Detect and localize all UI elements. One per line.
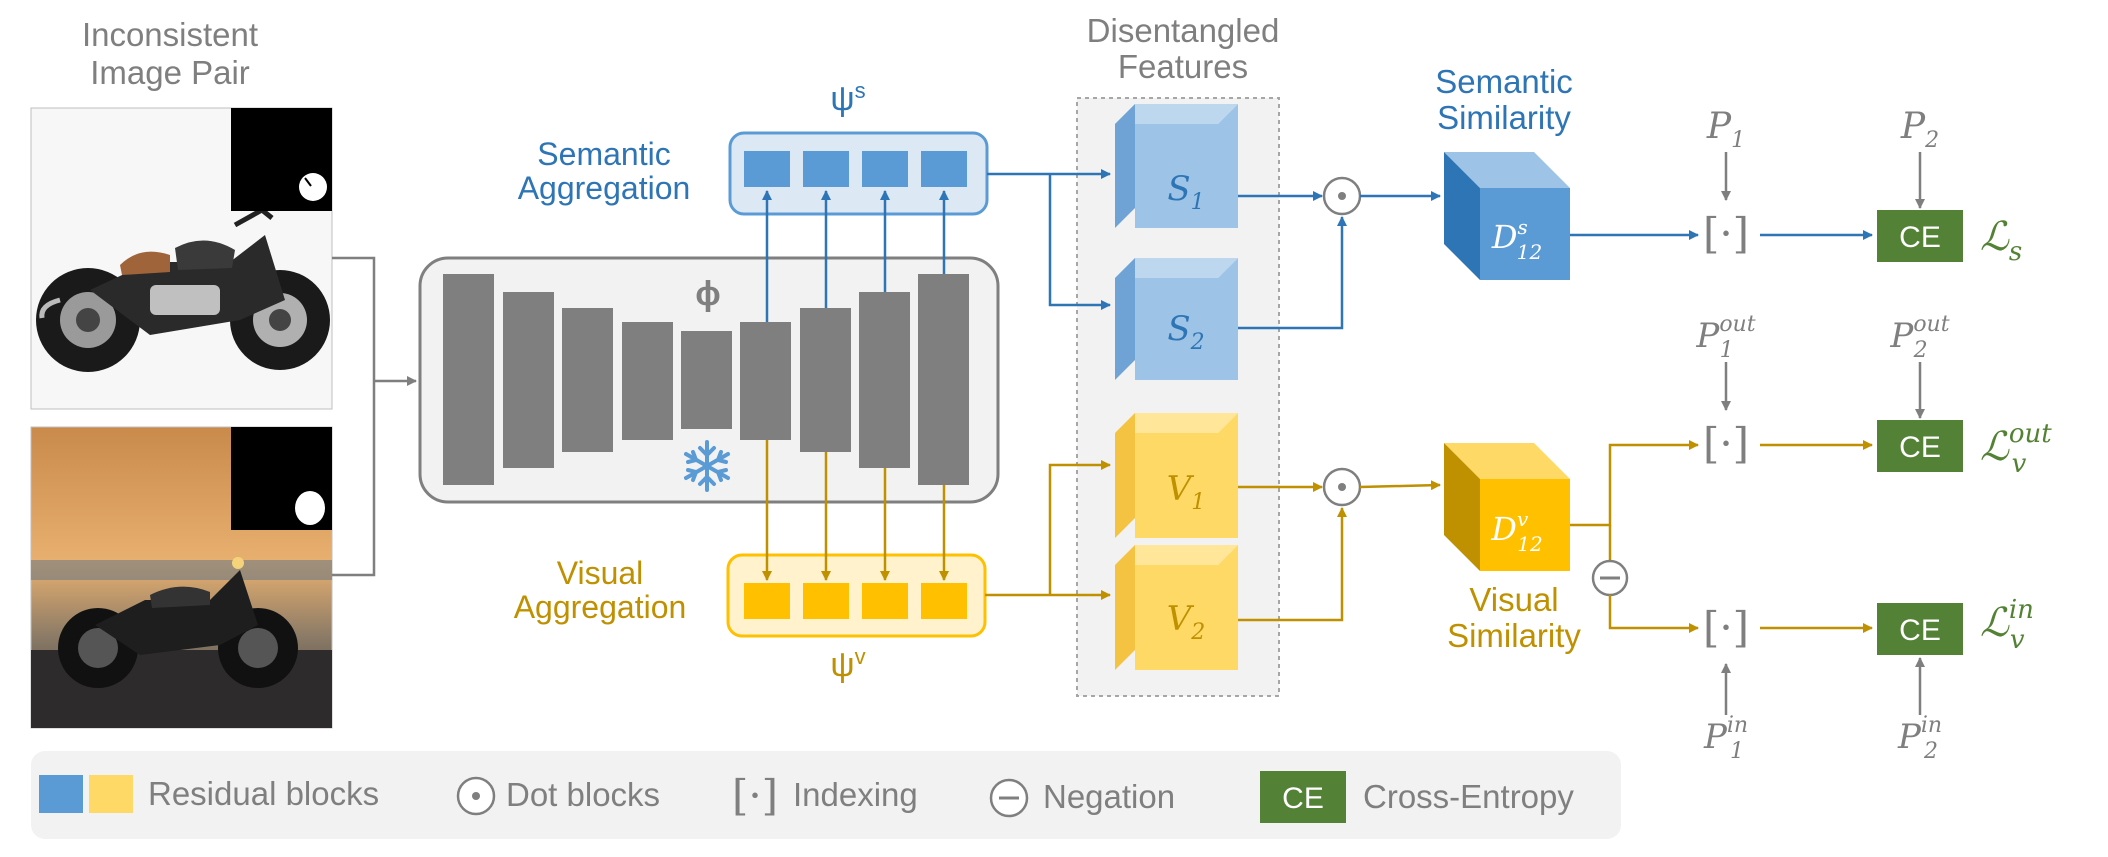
visual-similarity-line-2: Similarity <box>1447 617 1581 654</box>
visual-in-ce-box <box>1877 603 1963 655</box>
backbone-blocks <box>443 274 969 485</box>
visual-residual-block-3 <box>862 583 908 619</box>
semantic-similarity-line-1: Semantic <box>1435 63 1573 100</box>
legend-ce-label: CE <box>1282 782 1324 815</box>
visual-similarity-line-1: Visual <box>1469 581 1558 618</box>
feature-s1: S1 <box>1115 104 1238 228</box>
visual-aggregation-line-1: Visual <box>557 555 644 591</box>
encoder-block-3 <box>562 308 613 452</box>
encoder-block-4 <box>622 322 673 440</box>
semantic-residual-block-2 <box>803 151 849 187</box>
visual-to-features-arrows <box>985 460 1111 600</box>
visual-residual-block-2 <box>803 583 849 619</box>
decoder-block-3 <box>859 292 910 468</box>
decoder-block-2 <box>800 308 851 452</box>
loss-semantic: ℒs <box>1980 214 2022 267</box>
visual-in-indexing-op: [·] <box>1703 603 1749 652</box>
legend-gold-swatch <box>89 775 133 813</box>
input-connector <box>332 256 417 577</box>
mask-2-spot <box>295 491 325 525</box>
title-line-2: Image Pair <box>90 54 250 91</box>
image-pair-title: Inconsistent Image Pair <box>82 16 258 91</box>
semantic-aggregation-line-2: Aggregation <box>518 170 691 206</box>
legend-dot-label: Dot blocks <box>506 776 660 813</box>
semantic-to-features-arrows <box>987 169 1111 310</box>
feature-s1-label: S1 <box>1167 169 1204 215</box>
feature-v2: V2 <box>1115 545 1238 670</box>
semantic-residual-block-3 <box>862 151 908 187</box>
semantic-similarity-line-2: Similarity <box>1437 99 1571 136</box>
legend-panel <box>31 751 1621 839</box>
semantic-aggregation-line-1: Semantic <box>537 136 670 172</box>
semantic-indexing-op: [·] <box>1703 209 1749 258</box>
visual-out-indexing-op: [·] <box>1703 419 1749 468</box>
semantic-dot-op <box>1238 176 1362 330</box>
features-header-line-1: Disentangled <box>1087 12 1280 49</box>
visual-out-ce-box <box>1877 420 1963 472</box>
semantic-residual-block-4 <box>921 151 967 187</box>
bottleneck-block <box>681 331 732 429</box>
motorcycle-silhouette-2 <box>58 557 298 688</box>
legend-negation-label: Negation <box>1043 778 1175 815</box>
semantic-skip-arrows <box>762 190 949 322</box>
semantic-ce-box <box>1877 210 1963 262</box>
visual-aggregation: Visual Aggregation ψv <box>514 553 987 684</box>
visual-in-ce-label: CE <box>1899 614 1941 647</box>
psi-v-label: ψv <box>830 644 865 684</box>
backbone-label: ϕ <box>695 275 720 313</box>
motorcycle-silhouette-1 <box>36 207 330 372</box>
psi-s-label: ψs <box>830 78 865 118</box>
legend-residual-label: Residual blocks <box>148 775 379 812</box>
prompt-p1: P1 <box>1706 106 1745 153</box>
title-line-1: Inconsistent <box>82 16 258 53</box>
visual-residual-block-4 <box>921 583 967 619</box>
features-header-line-2: Features <box>1118 48 1248 85</box>
decoder-block-1 <box>740 322 791 440</box>
visual-residual-block-1 <box>744 583 790 619</box>
disentangled-features: Disentangled Features S1 S2 V1 <box>1076 12 1280 697</box>
semantic-loss-branch: [·] P1 P2 CE ℒs <box>1570 106 2022 267</box>
semantic-aggregation: Semantic Aggregation ψs <box>518 78 989 216</box>
semantic-ce-label: CE <box>1899 221 1941 254</box>
feature-v2-label: V2 <box>1167 599 1206 645</box>
encoder-block-1 <box>443 274 494 485</box>
input-image-2 <box>30 426 333 729</box>
feature-s2: S2 <box>1115 258 1238 380</box>
feature-v1: V1 <box>1115 413 1238 538</box>
snowflake-icon <box>684 440 730 492</box>
visual-skip-arrows <box>762 440 949 581</box>
decoder-block-4 <box>918 274 969 485</box>
visual-out-ce-label: CE <box>1899 431 1941 464</box>
backbone: ϕ <box>418 256 1000 504</box>
prompt-p2: P2 <box>1900 106 1939 153</box>
mask-1-spot <box>299 173 327 201</box>
encoder-block-2 <box>503 292 554 468</box>
legend-indexing-icon: [·] <box>732 771 778 820</box>
semantic-residual-block-1 <box>744 151 790 187</box>
input-image-1 <box>30 107 333 410</box>
legend: Residual blocks Dot blocks [·] Indexing … <box>31 751 1621 839</box>
feature-s2-label: S2 <box>1167 309 1204 355</box>
visual-aggregation-line-2: Aggregation <box>514 589 687 625</box>
legend-indexing-label: Indexing <box>793 776 918 813</box>
legend-blue-swatch <box>39 775 83 813</box>
visual-dot-op <box>1238 467 1362 622</box>
legend-ce-box <box>1260 771 1346 823</box>
feature-v1-label: V1 <box>1167 469 1206 515</box>
legend-cross-entropy-label: Cross-Entropy <box>1363 778 1574 815</box>
